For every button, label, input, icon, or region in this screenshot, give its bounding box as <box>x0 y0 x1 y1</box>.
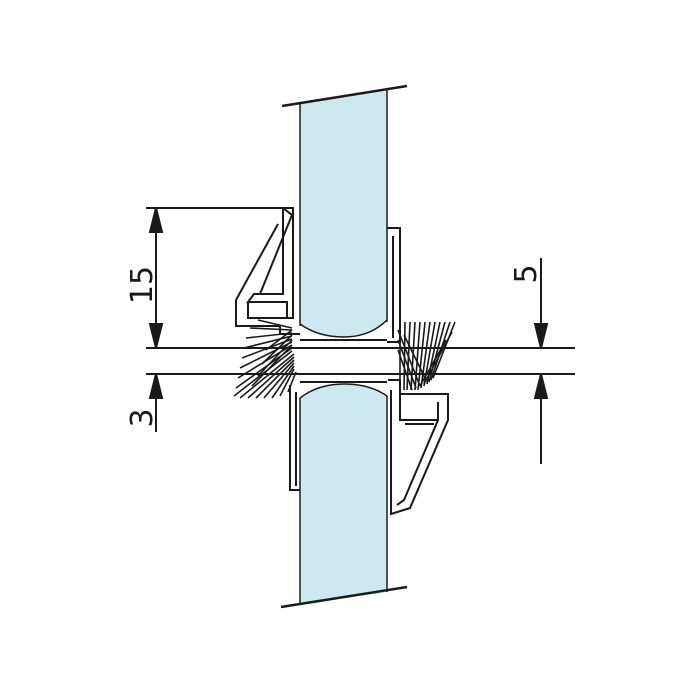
upper-glass-panel <box>281 84 408 338</box>
dimension-label-3: 3 <box>125 408 160 427</box>
right-brush-seal <box>397 321 456 391</box>
left-brush-seal <box>233 319 297 399</box>
dimension-label-5: 5 <box>509 264 544 283</box>
dimension-upper-profile-height <box>146 207 283 349</box>
lower-right-seal-profile <box>388 379 449 516</box>
gap-reference-lines <box>146 339 575 383</box>
upper-right-seal-profile <box>387 227 401 343</box>
lower-glass-panel <box>280 383 408 609</box>
dimension-right-gap <box>533 258 549 464</box>
lower-left-seal-profile <box>289 385 300 491</box>
dimension-label-15: 15 <box>125 266 160 304</box>
dimension-lower-gap <box>148 373 164 432</box>
upper-left-seal-profile <box>235 207 300 335</box>
